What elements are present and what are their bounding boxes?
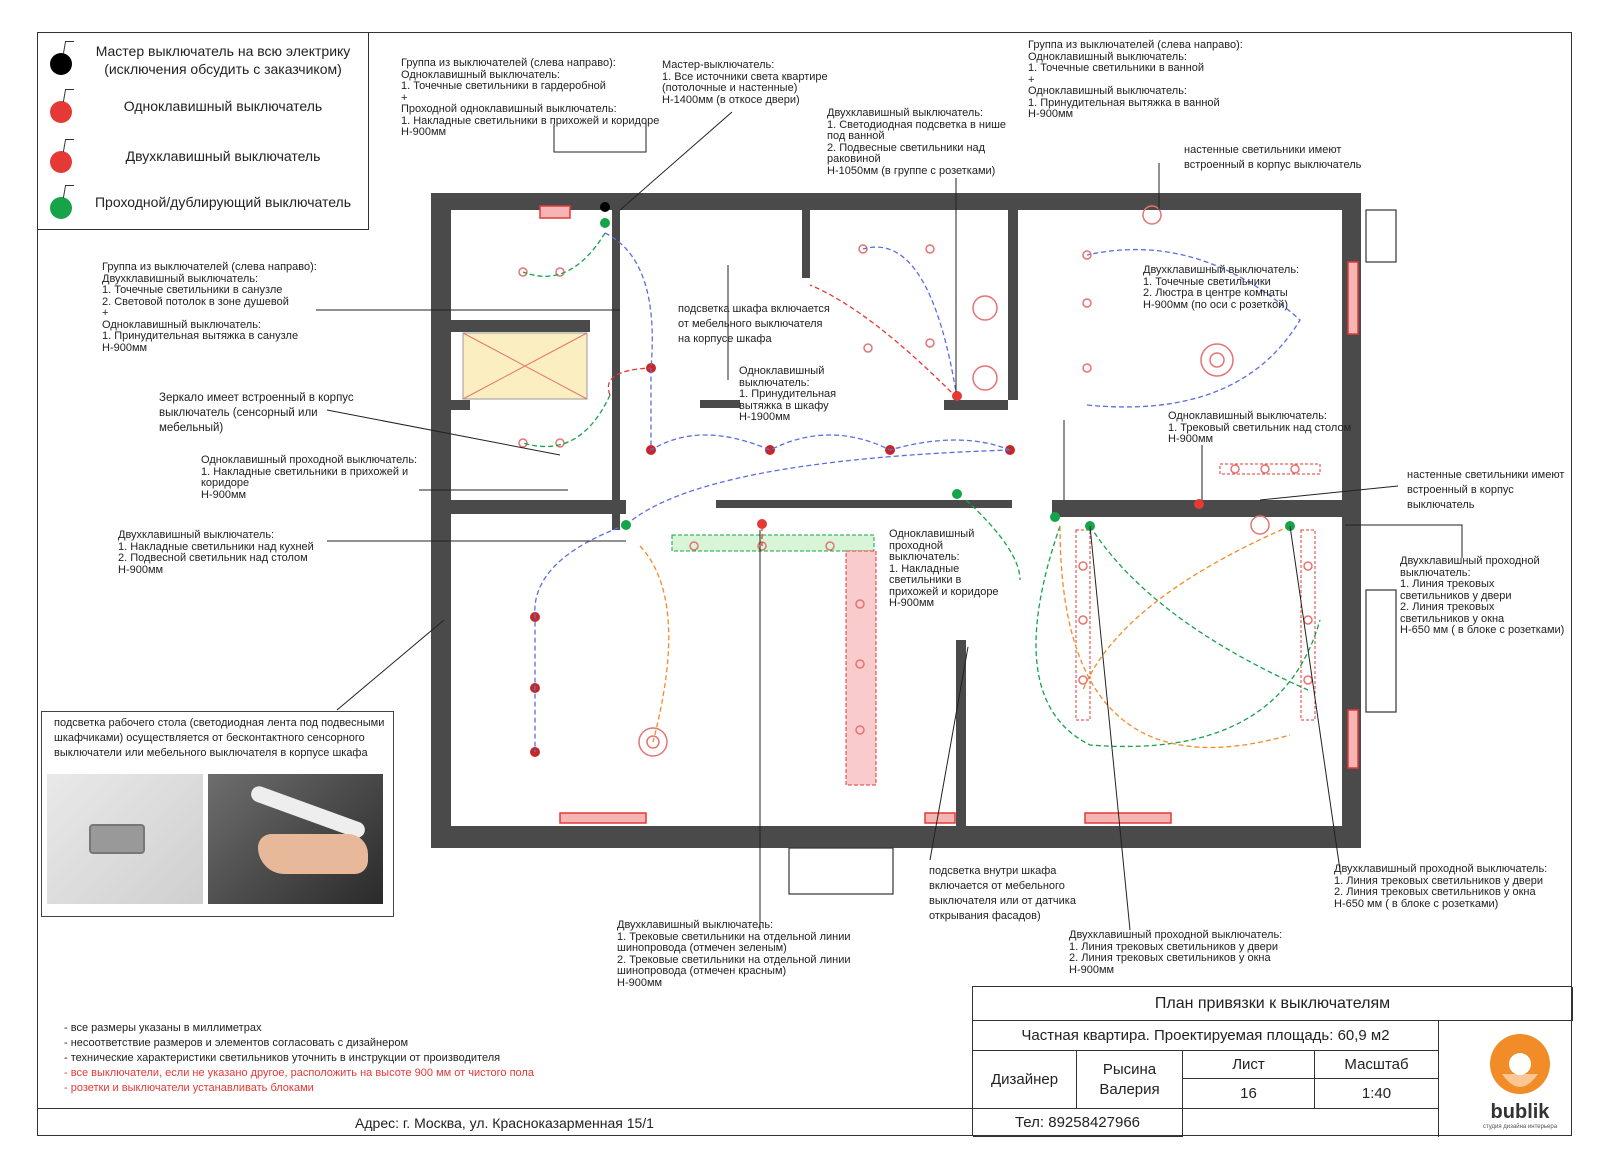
note-wall-lamps-1: настенные светильники имеют встроенный в… [1184,144,1362,171]
phone: Тел: 89258427966 [973,1109,1183,1137]
switches [600,202,1295,531]
note-mirror: Зеркало имеет встроенный в корпус выключ… [159,392,354,434]
legend-label: Двухклавишный выключатель [125,148,321,164]
note-master: Мастер-выключатель: 1. Все источники све… [662,59,828,106]
leader-lines [316,111,1463,931]
note-line: - все размеры указаны в миллиметрах [64,1022,262,1034]
note-bedroom-pass-bottom: Двухклавишный проходной выключатель: 1. … [1334,863,1548,910]
project-subtitle: Частная квартира. Проектируемая площадь:… [973,1021,1439,1051]
note-wardrobe-fan: Одноклавишный выключатель: 1. Принудител… [739,365,837,423]
sheet-value: 16 [1183,1079,1315,1109]
title-block: План привязки к выключателям Частная ква… [972,986,1573,1137]
desk-light-illustration: подсветка рабочего стола (светодиодная л… [41,711,394,917]
drawing-title: План привязки к выключателям [973,987,1573,1021]
note-line: - технические характеристики светильнико… [64,1052,501,1064]
legend-item-master: Мастер выключатель на всю электрику (иск… [38,39,370,83]
single-switch-icon [50,101,72,123]
note-bedroom-pass-right: Двухклавишный проходной выключатель: 1. … [1400,555,1565,636]
legend-item-double: Двухклавишный выключатель [38,137,370,181]
logo-tagline: студия дизайна интерьера [1482,1124,1558,1130]
address: Адрес: г. Москва, ул. Красноказарменная … [37,1108,972,1136]
note-desk-light: подсветка рабочего стола (светодиодная л… [54,717,385,759]
donut-icon [1490,1034,1550,1094]
led-strip-icon [248,783,368,841]
note-wardrobe-light: подсветка шкафа включается от мебельного… [678,303,830,345]
note-bath-niche: Двухклавишный выключатель: 1. Светодиодн… [827,107,1007,177]
note-kitchen-double: Двухклавишный выключатель: 1. Накладные … [118,529,314,576]
legend-item-pass: Проходной/дублирующий выключатель [38,183,370,227]
note-hall-pass: Одноклавишный проходной выключатель: 1. … [201,454,418,501]
designer-name: Рысина Валерия [1077,1051,1183,1109]
track-green [671,534,875,552]
note-room-double: Двухклавишный выключатель: 1. Точечные с… [1143,264,1300,311]
note-wardrobe-group: Группа из выключателей (слева направо): … [401,57,660,138]
note-line: - несоответствие размеров и элементов со… [64,1037,409,1049]
scale-value: 1:40 [1315,1079,1439,1109]
wiring [522,232,1321,752]
legend-label: Одноклавишный выключатель [123,98,323,114]
hand-icon [258,834,368,874]
rocker-switch-icon [89,824,145,854]
double-switch-icon [50,151,72,173]
legend-label: Мастер выключатель на всю электрику (иск… [95,43,351,77]
note-line: - розетки и выключатели устанавливать бл… [64,1082,314,1094]
sheet-label: Лист [1183,1051,1315,1079]
note-closet-inside: подсветка внутри шкафа включается от меб… [929,865,1076,922]
note-bath-group: Группа из выключателей (слева направо): … [1028,39,1243,120]
switch-photo [47,774,203,904]
legend-item-single: Одноклавишный выключатель [38,87,370,131]
logo-text: bublik [1490,1101,1550,1123]
windows [539,205,1359,824]
pass-switch-icon [50,197,72,219]
designer-label: Дизайнер [973,1051,1077,1109]
note-wall-lamps-2: настенные светильники имеют встроенный в… [1407,469,1565,511]
note-corridor-pass: Одноклавишный проходной выключатель: 1. … [889,528,999,609]
hand-sensor-photo [208,774,383,904]
drawing-frame [37,32,1572,1136]
note-line: - все выключатели, если не указано друго… [64,1067,534,1079]
general-notes: - все размеры указаны в миллиметрах - не… [64,1021,534,1096]
phone-spacer [1183,1109,1439,1137]
master-switch-icon [50,53,72,75]
note-bedroom-pass-center: Двухклавишный проходной выключатель: 1. … [1069,929,1283,976]
legend-label: Проходной/дублирующий выключатель [94,194,352,210]
note-track-table: Одноклавишный выключатель: 1. Трековый с… [1168,410,1352,445]
bublik-logo: bublik студия дизайна интерьера [1480,1030,1560,1130]
scale-label: Масштаб [1315,1051,1439,1079]
legend: Мастер выключатель на всю электрику (иск… [37,32,369,230]
note-toilet-group: Группа из выключателей (слева направо): … [102,261,317,354]
note-living-track: Двухклавишный выключатель: 1. Трековые с… [617,919,851,989]
